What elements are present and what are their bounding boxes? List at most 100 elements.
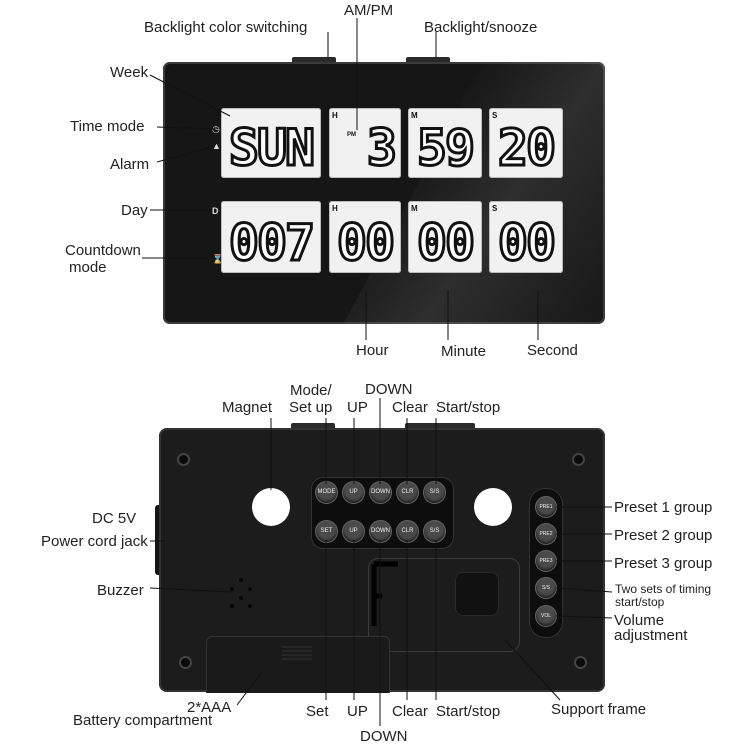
clear-button-2[interactable]: CLR bbox=[397, 521, 418, 542]
bell-icon: ▲ bbox=[212, 141, 221, 151]
label-countdown-1: Countdown bbox=[65, 242, 141, 259]
label-preset2: Preset 2 group bbox=[614, 527, 713, 544]
label-backlight-snooze: Backlight/snooze bbox=[424, 19, 538, 36]
buzzer-hole bbox=[230, 587, 234, 591]
lcd-countdown-second: S 00 bbox=[489, 201, 563, 273]
label-down-top: DOWN bbox=[365, 381, 413, 398]
backlight-snooze-button[interactable] bbox=[406, 57, 450, 63]
screw-top-right bbox=[574, 455, 583, 464]
label-support-frame: Support frame bbox=[551, 701, 647, 718]
screw-top-left bbox=[179, 455, 188, 464]
label-mode-1: Mode/ bbox=[290, 382, 332, 399]
buzzer-hole bbox=[239, 578, 243, 582]
label-ampm: AM/PM bbox=[344, 2, 394, 19]
label-two-sets-2: start/stop bbox=[615, 595, 665, 609]
label-preset3: Preset 3 group bbox=[614, 555, 713, 572]
up-button[interactable]: UP bbox=[343, 482, 364, 503]
lcd-minute: M 59 bbox=[408, 108, 482, 178]
cd-second-value: 00 bbox=[496, 214, 557, 272]
glass-reflection bbox=[301, 62, 605, 324]
minute-tag: M bbox=[411, 111, 418, 120]
cd-hour-value: 00 bbox=[335, 214, 396, 272]
lcd-second: S 20 bbox=[489, 108, 563, 178]
lcd-countdown-minute: M 00 bbox=[408, 201, 482, 273]
label-clear-bottom: Clear bbox=[392, 703, 428, 720]
label-aaa: 2*AAA bbox=[187, 699, 232, 716]
down-button[interactable]: DOWN bbox=[370, 482, 391, 503]
mode-button[interactable]: MODE bbox=[316, 482, 337, 503]
buzzer-hole bbox=[248, 604, 252, 608]
buzzer-hole bbox=[248, 587, 252, 591]
label-second: Second bbox=[527, 342, 578, 359]
back-top-button-right bbox=[405, 423, 475, 429]
cd-minute-value: 00 bbox=[415, 214, 476, 272]
hour-tag: H bbox=[332, 111, 338, 120]
clear-button[interactable]: CLR bbox=[397, 482, 418, 503]
label-preset1: Preset 1 group bbox=[614, 499, 713, 516]
stand-hinge bbox=[371, 561, 398, 626]
day-indicator: D bbox=[212, 206, 219, 216]
label-week: Week bbox=[110, 64, 149, 81]
label-mode-2: Set up bbox=[289, 399, 333, 416]
buzzer-hole bbox=[230, 604, 234, 608]
label-volume-1: Volume bbox=[614, 612, 665, 629]
hour-value: 3 bbox=[365, 119, 398, 177]
label-dc5v: DC 5V bbox=[92, 510, 137, 527]
support-frame[interactable] bbox=[368, 558, 520, 652]
preset1-button[interactable]: PRE1 bbox=[536, 497, 556, 517]
preset3-button[interactable]: PRE3 bbox=[536, 551, 556, 571]
label-countdown-2: mode bbox=[69, 259, 107, 276]
lcd-countdown-hour: H 00 bbox=[329, 201, 401, 273]
label-power-jack: Power cord jack bbox=[41, 533, 148, 550]
cd-hour-tag: H bbox=[332, 204, 338, 213]
buzzer-hole bbox=[239, 596, 243, 600]
start-stop-button[interactable]: S/S bbox=[424, 482, 445, 503]
week-value: SUN bbox=[227, 119, 316, 177]
lcd-day: 007 bbox=[221, 201, 321, 273]
label-down-bottom: DOWN bbox=[360, 728, 408, 745]
second-value: 20 bbox=[496, 119, 557, 177]
label-day: Day bbox=[121, 202, 148, 219]
minute-value: 59 bbox=[415, 119, 476, 177]
screw-bottom-right bbox=[576, 658, 585, 667]
day-value: 007 bbox=[227, 214, 316, 272]
label-volume-2: adjustment bbox=[614, 627, 688, 644]
down-button-2[interactable]: DOWN bbox=[370, 521, 391, 542]
pm-indicator: PM bbox=[347, 132, 356, 138]
set-button-2[interactable]: SET bbox=[316, 521, 337, 542]
hourglass-icon: ⌛ bbox=[212, 254, 224, 264]
label-up-bottom: UP bbox=[347, 703, 368, 720]
front-device bbox=[163, 62, 605, 324]
lcd-week: SUN bbox=[221, 108, 321, 178]
label-hour: Hour bbox=[356, 342, 389, 359]
up-button-2[interactable]: UP bbox=[343, 521, 364, 542]
label-clear-top: Clear bbox=[392, 399, 428, 416]
label-alarm: Alarm bbox=[110, 156, 150, 173]
cd-second-tag: S bbox=[492, 204, 498, 213]
label-battery: Battery compartment bbox=[73, 712, 213, 729]
two-sets-start-stop-button[interactable]: S/S bbox=[536, 578, 556, 598]
label-minute: Minute bbox=[441, 343, 487, 360]
lcd-hour: H PM 3 bbox=[329, 108, 401, 178]
label-buzzer: Buzzer bbox=[97, 582, 144, 599]
label-up-top: UP bbox=[347, 399, 368, 416]
start-stop-button-2[interactable]: S/S bbox=[424, 521, 445, 542]
label-time-mode: Time mode bbox=[70, 118, 145, 135]
screw-bottom-left bbox=[181, 658, 190, 667]
back-top-button-left bbox=[291, 423, 335, 429]
label-two-sets-1: Two sets of timing bbox=[615, 582, 712, 596]
preset2-button[interactable]: PRE2 bbox=[536, 524, 556, 544]
support-frame-notch bbox=[455, 572, 499, 616]
backlight-color-button[interactable] bbox=[292, 57, 336, 63]
second-tag: S bbox=[492, 111, 498, 120]
label-startstop-top: Start/stop bbox=[436, 399, 501, 416]
label-magnet: Magnet bbox=[222, 399, 273, 416]
magnet-right bbox=[474, 488, 512, 526]
clock-icon: ◷ bbox=[212, 124, 220, 134]
magnet-left bbox=[252, 488, 290, 526]
label-startstop-bottom: Start/stop bbox=[436, 703, 501, 720]
cd-minute-tag: M bbox=[411, 204, 418, 213]
label-backlight-color: Backlight color switching bbox=[144, 19, 308, 36]
label-set-bottom: Set bbox=[306, 703, 329, 720]
volume-button[interactable]: VOL bbox=[536, 606, 556, 626]
